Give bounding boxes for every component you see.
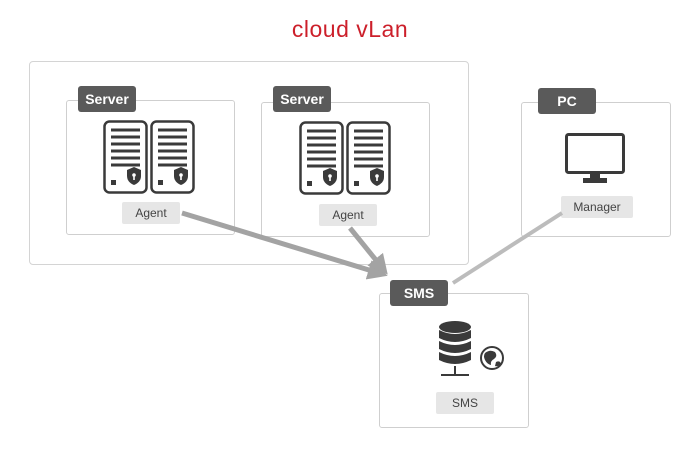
diagram-title: cloud vLan xyxy=(291,16,409,42)
server-1-tag: Server xyxy=(78,86,136,112)
connection-server-2-to-sms xyxy=(348,226,388,275)
server-2-tag: Server xyxy=(273,86,331,112)
server-rack-icon xyxy=(103,120,195,194)
server-2-agent-label: Agent xyxy=(319,204,377,226)
connection-pc-to-sms xyxy=(451,211,564,285)
pc-tag: PC xyxy=(538,88,596,114)
connection-server-1-to-sms xyxy=(181,210,388,280)
database-globe-icon xyxy=(439,321,504,376)
sms-label: SMS xyxy=(436,392,494,414)
server-rack-icon xyxy=(299,121,391,195)
sms-tag: SMS xyxy=(390,280,448,306)
pc-manager-label: Manager xyxy=(561,196,633,218)
monitor-icon xyxy=(565,133,625,183)
server-1-agent-label: Agent xyxy=(122,202,180,224)
